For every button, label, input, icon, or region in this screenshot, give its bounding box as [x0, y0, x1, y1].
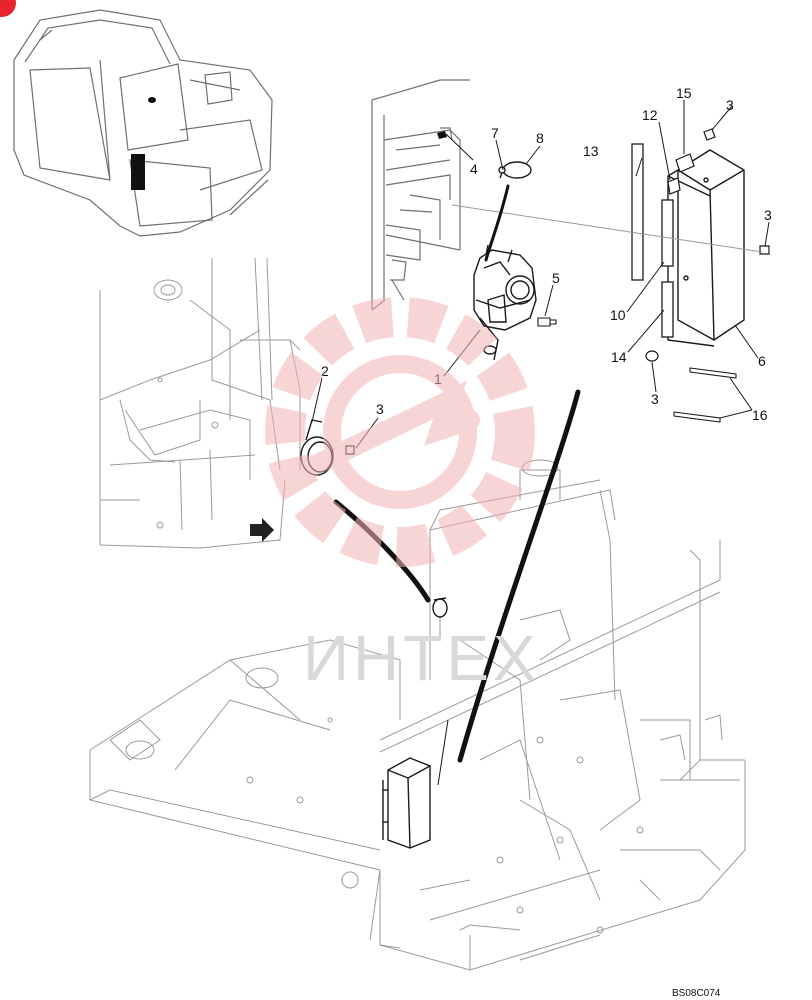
overview-handle — [148, 97, 156, 103]
callout-7: 7 — [491, 125, 499, 141]
left-frame-structure — [99, 257, 301, 549]
main-frame-structure — [89, 459, 746, 971]
part-3-bolt-lower — [645, 350, 659, 362]
installed-horn — [432, 597, 448, 618]
callout-13: 13 — [583, 143, 599, 159]
callout-2: 2 — [321, 363, 329, 379]
callout-leader-lines — [311, 100, 770, 786]
alignment-line — [451, 204, 763, 253]
callout-16: 16 — [752, 407, 768, 423]
callout-3-lower: 3 — [651, 391, 659, 407]
part-12-pad — [667, 177, 681, 195]
part-10-strip — [661, 199, 674, 267]
callout-10: 10 — [610, 307, 626, 323]
installed-control-box — [382, 757, 431, 849]
watermark-text: ИНТЕХ — [303, 622, 540, 694]
relocation-leader-thick-3 — [484, 184, 510, 262]
relocation-leader-thick-2 — [333, 499, 431, 603]
direction-arrow-icon — [250, 518, 274, 542]
callout-4: 4 — [470, 161, 478, 177]
callout-3-left: 3 — [376, 401, 384, 417]
center-mounting-bracket — [371, 79, 470, 311]
callout-14: 14 — [611, 349, 627, 365]
part-3-bolt-right — [759, 245, 770, 255]
callout-15: 15 — [676, 85, 692, 101]
corner-marker-icon — [0, 0, 16, 17]
relocation-leader-thick-1 — [457, 389, 581, 763]
machine-overview-sketch — [13, 9, 273, 237]
part-7-8-clamp — [498, 161, 532, 179]
watermark-logo — [265, 297, 535, 567]
part-6-control-box — [667, 149, 745, 347]
part-15-pad — [675, 153, 695, 173]
callout-8: 8 — [536, 130, 544, 146]
part-14-strip — [661, 281, 674, 338]
part-5-bolt — [537, 317, 557, 327]
callout-6: 6 — [758, 353, 766, 369]
drawing-code: BS08C074 — [672, 988, 721, 999]
callout-3-top: 3 — [726, 97, 734, 113]
part-4-nut — [437, 131, 447, 139]
part-3-bolt-top — [703, 128, 716, 141]
part-16-strip-upper — [689, 367, 737, 379]
callout-12: 12 — [642, 107, 658, 123]
callout-5: 5 — [552, 270, 560, 286]
part-13-strip — [631, 143, 644, 281]
callout-3-right: 3 — [764, 207, 772, 223]
part-16-strip-lower — [673, 411, 721, 423]
part-1-relay-assembly — [473, 244, 537, 361]
overview-highlight-box — [131, 154, 145, 190]
